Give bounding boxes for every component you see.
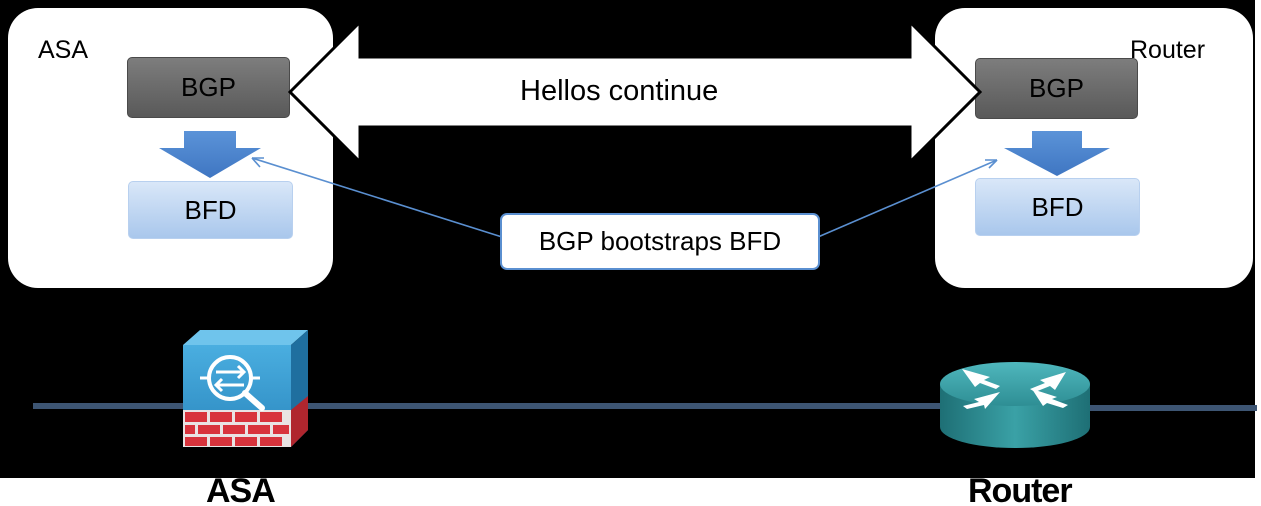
callout-pointer-right-head [985,159,998,169]
asa-bgp-block: BGP [127,57,290,118]
hellos-continue-label: Hellos continue [520,75,719,107]
router-bgp-label: BGP [1029,73,1084,103]
router-down-arrow-icon [1004,131,1110,176]
asa-bfd-label: BFD [184,194,237,225]
asa-down-arrow-icon [159,131,261,178]
callout-pointer-left [251,157,503,238]
asa-bfd-block: BFD [128,181,293,239]
router-panel-title: Router [1130,36,1206,64]
router-bfd-block: BFD [975,178,1140,236]
bgp-bootstraps-bfd-callout: BGP bootstraps BFD [500,213,820,270]
callout-pointer-right [817,159,998,238]
asa-firewall-icon [183,330,308,447]
asa-panel-title: ASA [38,36,89,64]
router-icon [940,362,1090,448]
callout-label: BGP bootstraps BFD [538,226,782,256]
hellos-double-arrow [287,18,983,166]
asa-bgp-label: BGP [181,72,236,102]
router-bfd-label: BFD [1031,191,1084,222]
asa-device-label: ASA [206,472,276,506]
callout-pointer-left-head [251,157,264,168]
router-bgp-block: BGP [975,58,1138,119]
router-device-label: Router [968,472,1073,506]
